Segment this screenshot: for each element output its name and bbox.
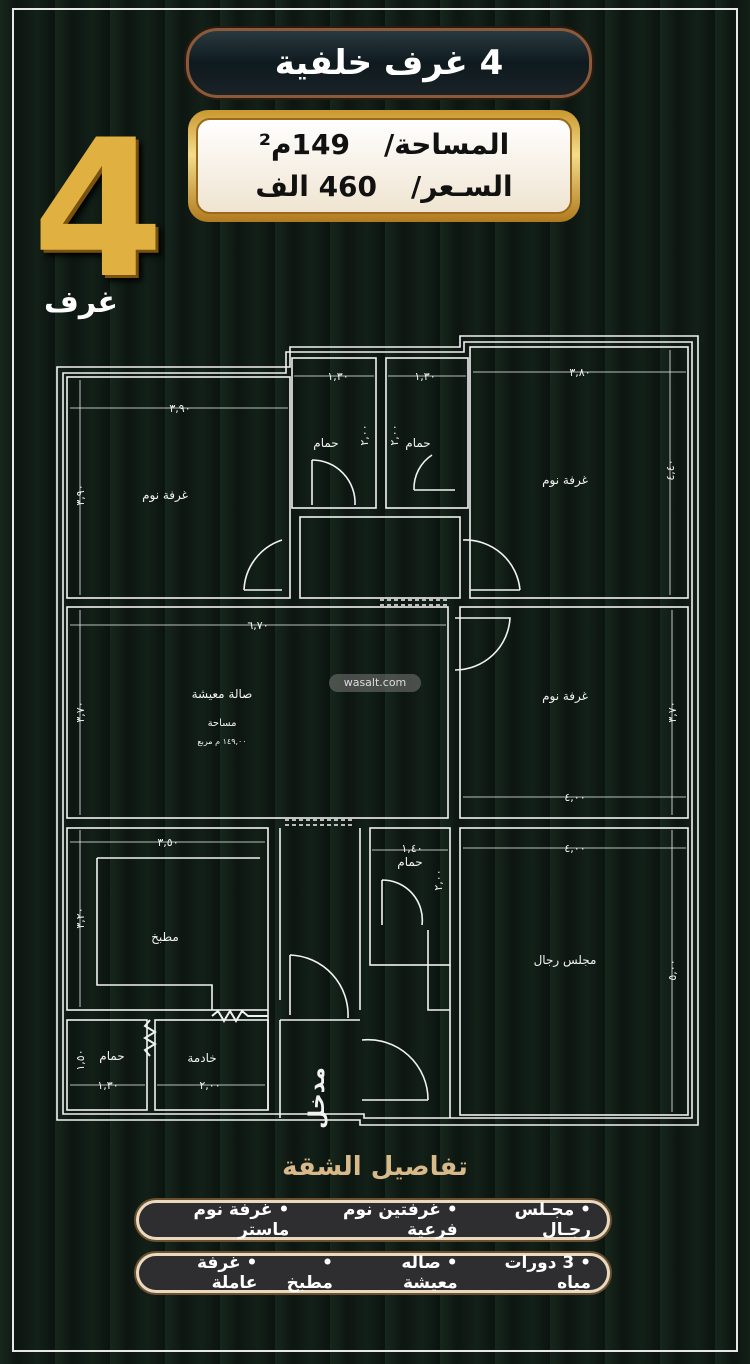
label-bath2: حمام [405,436,430,450]
room-bath1 [291,357,377,509]
dim: ٣,٧٠ [666,701,679,722]
corridor-top [299,516,461,599]
room-bed-left [66,376,291,599]
label-bath4: حمام [99,1049,124,1063]
outer-wall [56,335,699,1126]
label-area-total: ١٤٩,٠٠ م مربع [197,737,246,746]
door-arc [413,454,455,491]
dashed-openings [285,599,448,826]
label-bed-mid: غرفة نوم [542,689,588,704]
dim: ٥,٠٠ [666,959,679,980]
dim: ٢,٠٠ [199,1079,220,1092]
room-kitchen [66,827,269,1011]
details-title: تفاصيل الشقة [282,1152,468,1182]
dim: ١,٣٠ [97,1079,118,1092]
label-area-word: مساحة [208,718,237,729]
price-value: 460 الف [255,170,378,203]
room-living [66,606,449,819]
listing-title: 4 غرف خلفية [186,28,592,98]
detail-item: • مطبخ [286,1253,333,1293]
room-bath3 [369,827,451,966]
outer-wall-inner [62,341,693,1119]
dim: ٢,٠٠ [432,869,445,890]
dim: ٤,٠٠ [564,842,585,855]
room-maid [154,1019,269,1111]
price-label: السـعر/ [411,170,513,203]
room-bath2 [385,357,469,509]
area-label: المساحة/ [383,128,510,161]
dim: ٢,٠٠ [388,424,401,445]
details-row-1: • مجـلس رجـال • غرفتين نوم فرعية • غرفة … [136,1200,610,1240]
dim: ٢,٠٠ [358,424,371,445]
detail-item: • غرفتين نوم فرعية [343,1200,458,1240]
zigzag-partition [143,1009,268,1057]
entrance-walls [267,1010,360,1118]
area-value: 149م² [258,128,350,161]
detail-item: • غرفة نوم ماستر [193,1200,290,1240]
door-arc [381,879,424,926]
detail-item: • 3 دورات مياه [504,1253,591,1293]
detail-item: • غرفة عاملة [196,1253,258,1293]
dim: ١,٣٠ [414,370,435,383]
door-arc [243,539,283,591]
dim: ١,٥٠ [74,1049,87,1070]
dim: ١,٤٠ [401,842,422,855]
dim: ٣,٩٠ [74,484,87,505]
door-arc [361,1038,429,1101]
door-arc [462,539,521,591]
room-bed-mid [459,606,689,819]
dimension-lines [70,350,686,1112]
dim: ٣,٩٠ [169,402,190,415]
dim: ٣,٧٠ [74,701,87,722]
room-majlis [459,827,689,1116]
door-arc [454,617,511,671]
detail-item: • مجـلس رجـال [514,1200,591,1240]
price-area-box: المساحة/149م² السـعر/460 الف [188,110,580,222]
dim: ١,٣٠ [327,370,348,383]
watermark: wasalt.com [329,674,421,692]
label-bath3: حمام [397,855,422,869]
dim: ٤,٠٠ [564,791,585,804]
room-bed-right [469,346,689,599]
outer-frame [12,8,738,1352]
corridor-walls [279,828,451,1118]
label-majlis: مجلس رجال [534,953,597,968]
dim: ٣,٥٠ [157,836,178,849]
label-bed-right: غرفة نوم [542,473,588,488]
details-row-2: • 3 دورات مياه • صاله معيشة • مطبخ • غرف… [136,1253,610,1293]
room-bath4 [66,1019,148,1111]
rooms-word: غرف [44,285,119,320]
door-arc [289,954,349,1019]
label-entrance: مدخل [305,1067,330,1129]
dim: ٦,٧٠ [247,619,268,632]
dim: ٣,٨٠ [569,366,590,379]
door-arc [311,459,356,506]
detail-item: • صاله معيشة [401,1253,458,1293]
kitchen-counter [96,857,260,1010]
label-living: صالة معيشة [192,687,253,701]
title-text: 4 غرف خلفية [274,43,504,83]
rooms-count-badge: 4 [32,99,165,320]
label-bath1: حمام [313,436,338,450]
dim: ٣,٢٠ [74,907,87,928]
label-kitchen: مطبخ [151,930,179,944]
label-bed-left: غرفة نوم [142,488,188,503]
label-maid: خادمة [187,1051,216,1065]
dim: ٤,٤٠ [664,459,677,480]
